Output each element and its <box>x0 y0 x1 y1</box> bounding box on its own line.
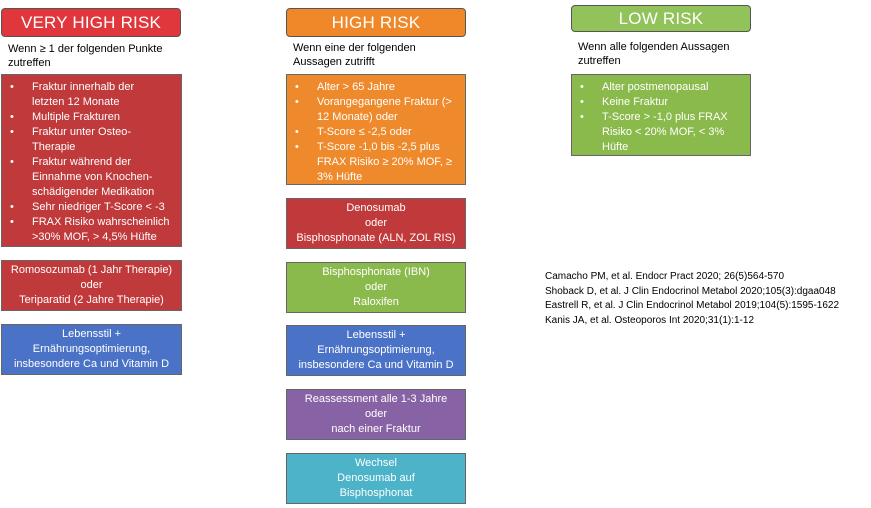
high-risk-switch: Wechsel Denosumab auf Bisphosphonat <box>286 453 466 504</box>
reference-item: Camacho PM, et al. Endocr Pract 2020; 26… <box>545 271 785 282</box>
list-item: Multiple Frakturen <box>10 110 177 125</box>
very-high-risk-therapy: Romosozumab (1 Jahr Therapie) oder Terip… <box>1 260 182 311</box>
low-risk-intro: Wenn alle folgenden Aussagen zutreffen <box>578 41 730 67</box>
reference-item: Shoback D, et al. J Clin Endocrinol Meta… <box>545 285 836 297</box>
high-risk-reassessment: Reassessment alle 1-3 Jahre oder nach ei… <box>286 389 466 440</box>
list-item: Alter postmenopausal <box>580 80 746 95</box>
very-high-risk-intro: Wenn ≥ 1 der folgenden Punkte zutreffen <box>8 43 163 69</box>
list-item: Sehr niedriger T-Score < -3 <box>10 200 177 215</box>
low-risk-header: LOW RISK <box>571 5 751 32</box>
list-item: FRAX Risiko wahrscheinlich>30% MOF, > 4,… <box>10 215 177 245</box>
high-risk-intro: Wenn eine der folgenden Aussagen zutriff… <box>293 42 416 68</box>
list-item: Vorangegangene Fraktur (>12 Monate) oder <box>295 95 461 125</box>
high-risk-criteria: Alter > 65 Jahre Vorangegangene Fraktur … <box>286 74 466 185</box>
list-item: T-Score ≤ -2,5 oder <box>295 125 461 140</box>
list-item: Keine Fraktur <box>580 95 746 110</box>
high-risk-therapy-denosumab: Denosumab oder Bisphosphonate (ALN, ZOL … <box>286 198 466 249</box>
reference-item: Kanis JA, et al. Osteoporos Int 2020;31(… <box>545 314 755 326</box>
high-risk-header: HIGH RISK <box>286 8 466 37</box>
list-item: Fraktur unter Osteo-Therapie <box>10 125 177 155</box>
references: Camacho PM, et al. Endocr Pract 2020; 26… <box>545 270 839 328</box>
list-item: Alter > 65 Jahre <box>295 80 461 95</box>
low-risk-criteria: Alter postmenopausal Keine Fraktur T-Sco… <box>571 74 751 156</box>
high-risk-title: HIGH RISK <box>331 12 421 32</box>
very-high-risk-title: VERY HIGH RISK <box>20 12 162 32</box>
very-high-risk-header: VERY HIGH RISK <box>1 8 181 37</box>
high-risk-lifestyle: Lebensstil + Ernährungsoptimierung, insb… <box>286 325 466 376</box>
low-risk-title: LOW RISK <box>618 8 704 28</box>
very-high-risk-lifestyle: Lebensstil + Ernährungsoptimierung, insb… <box>1 324 182 375</box>
reference-item: Eastrell R, et al. J Clin Endocrinol Met… <box>545 300 840 311</box>
high-risk-therapy-bisphosphonate: Bisphosphonate (IBN) oder Raloxifen <box>286 262 466 313</box>
